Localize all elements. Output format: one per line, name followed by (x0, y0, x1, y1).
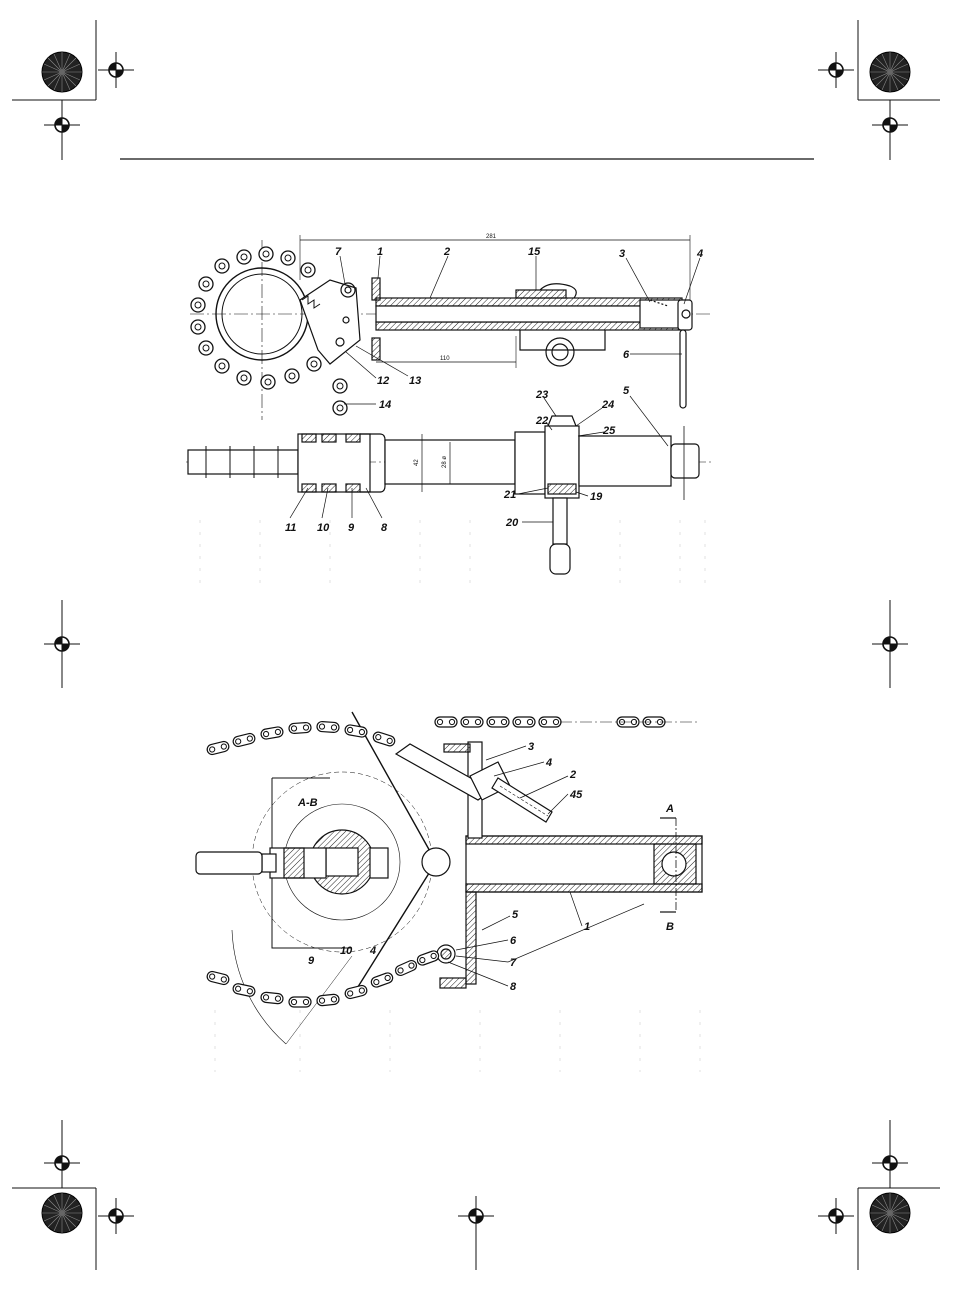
part-label: 1 (584, 921, 590, 933)
section-mark-a: A (665, 803, 674, 815)
crop-marks (12, 20, 940, 1270)
part-label: 20 (505, 517, 519, 529)
part-label: 21 (503, 489, 516, 501)
registration-mark-icon (44, 107, 80, 143)
part-label: 14 (379, 399, 391, 411)
part-label: 19 (590, 491, 603, 503)
dim-inner: 110 (440, 356, 450, 362)
registration-mark-icon (98, 52, 134, 88)
part-label: 8 (510, 981, 517, 993)
part-label: 15 (528, 246, 541, 258)
registration-mark-icon (44, 1145, 80, 1181)
part-label: 4 (369, 945, 376, 957)
dim-overall: 281 (486, 234, 497, 240)
part-label: 9 (308, 955, 315, 967)
registration-mark-icon (98, 1198, 134, 1234)
figure-1-drawing (190, 240, 712, 585)
part-label: 3 (528, 741, 534, 753)
part-label: 5 (512, 909, 519, 921)
color-wheel-icon (42, 52, 82, 92)
part-label: 4 (696, 248, 703, 260)
registration-mark-icon (872, 1145, 908, 1181)
figure-1-body (186, 235, 712, 574)
figure-2-drawing (196, 712, 702, 1072)
part-label: 6 (623, 349, 630, 361)
dim-diameter: 28 ø (442, 456, 448, 468)
part-label: 12 (377, 375, 389, 387)
section-title: A-B (297, 797, 318, 809)
part-label: 25 (602, 425, 616, 437)
section-mark-b: B (666, 921, 674, 933)
part-label: 9 (348, 522, 355, 534)
color-wheel-icon (870, 52, 910, 92)
part-label: 3 (619, 248, 625, 260)
part-label: 13 (409, 375, 421, 387)
part-label: 10 (340, 945, 353, 957)
part-label: 23 (535, 389, 548, 401)
part-label: 24 (601, 399, 614, 411)
part-label: 10 (317, 522, 330, 534)
part-label: 1 (377, 246, 383, 258)
part-label: 2 (569, 769, 576, 781)
part-label: 7 (335, 246, 342, 258)
figure-1-dimension-labels: 281 110 42 28 ø (414, 234, 497, 468)
part-label: 2 (443, 246, 450, 258)
color-wheel-icon (870, 1193, 910, 1233)
color-wheel-icon (42, 1193, 82, 1233)
registration-mark-icon (818, 1198, 854, 1234)
dim-height: 42 (414, 459, 420, 466)
part-label: 6 (510, 935, 517, 947)
registration-mark-icon (872, 107, 908, 143)
part-label: 5 (623, 385, 630, 397)
part-label: 45 (569, 789, 583, 801)
registration-mark-icon (818, 52, 854, 88)
part-label: 8 (381, 522, 388, 534)
part-label: 4 (545, 757, 552, 769)
part-label: 11 (285, 522, 296, 534)
part-label: 22 (535, 415, 548, 427)
part-label: 7 (510, 957, 517, 969)
